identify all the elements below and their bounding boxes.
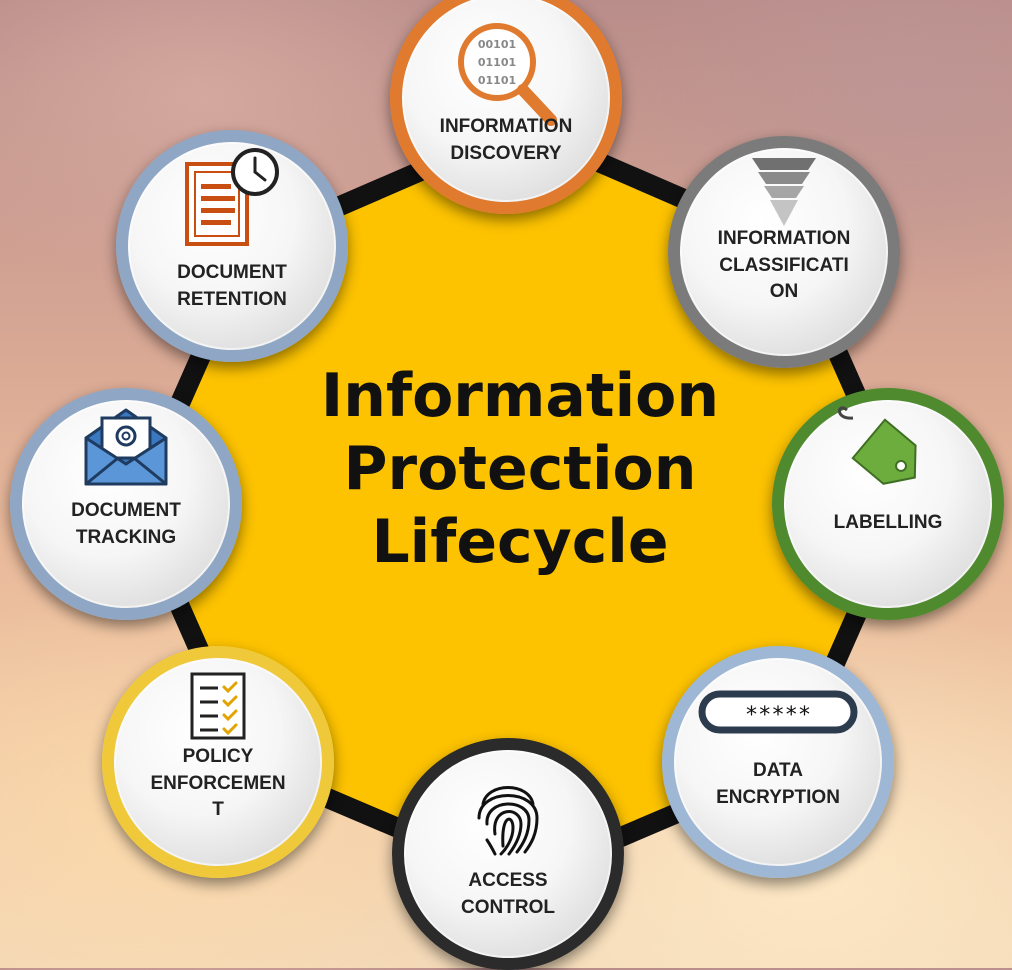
node-label: INFORMATION CLASSIFICATI ON	[680, 226, 888, 306]
password-field-icon: *****	[698, 690, 858, 738]
node-label: INFORMATION DISCOVERY	[402, 114, 610, 167]
node-label: ACCESS CONTROL	[404, 868, 612, 921]
fingerprint-icon	[473, 774, 543, 862]
node-labelling: LABELLING	[772, 388, 1004, 620]
node-label: DATA ENCRYPTION	[674, 758, 882, 811]
label-line: DOCUMENT	[177, 262, 287, 283]
email-envelope-icon	[76, 404, 176, 494]
title-line-3: Lifecycle	[371, 507, 669, 578]
diagram-title: Information Protection Lifecycle	[300, 360, 740, 580]
label-line: POLICY	[182, 746, 254, 767]
node-document-retention: DOCUMENT RETENTION	[116, 130, 348, 362]
label-line: INFORMATION	[439, 116, 573, 137]
label-line: ON	[769, 281, 799, 303]
label-line: DOCUMENT	[71, 500, 181, 521]
label-line: ENCRYPTION	[716, 786, 840, 808]
label-line: LABELLING	[833, 512, 943, 533]
node-label: LABELLING	[784, 510, 992, 537]
binary-line-1: 00101	[478, 38, 516, 51]
node-access-control: ACCESS CONTROL	[392, 738, 624, 970]
password-mask: *****	[745, 703, 811, 728]
label-line: INFORMATION	[717, 228, 851, 249]
binary-line-3: 01101	[478, 74, 516, 87]
label-line: CLASSIFICATI	[719, 254, 849, 276]
title-line-1: Information	[320, 361, 720, 431]
node-document-tracking: DOCUMENT TRACKING	[10, 388, 242, 620]
magnifier-binary-icon: 00101 01101 01101	[451, 18, 561, 132]
label-line: ACCESS	[468, 870, 548, 891]
label-line: CONTROL	[461, 896, 555, 918]
title-line-2: Protection	[343, 434, 697, 505]
label-line: RETENTION	[177, 288, 287, 310]
label-line: T	[212, 799, 224, 821]
checklist-icon	[188, 670, 248, 746]
label-line: ENFORCEMEN	[150, 772, 286, 794]
document-clock-icon	[177, 144, 287, 258]
label-line: DATA	[753, 760, 803, 781]
binary-line-2: 01101	[478, 56, 516, 69]
funnel-layers-icon	[744, 154, 824, 234]
node-policy-enforcement: POLICY ENFORCEMEN T	[102, 646, 334, 878]
label-line: DISCOVERY	[450, 142, 562, 164]
label-line: TRACKING	[75, 526, 177, 548]
node-information-classification: INFORMATION CLASSIFICATI ON	[668, 136, 900, 368]
tag-icon	[833, 400, 943, 504]
node-label: DOCUMENT RETENTION	[128, 260, 336, 313]
node-label: DOCUMENT TRACKING	[22, 498, 230, 551]
node-label: POLICY ENFORCEMEN T	[114, 744, 322, 824]
node-data-encryption: ***** DATA ENCRYPTION	[662, 646, 894, 878]
